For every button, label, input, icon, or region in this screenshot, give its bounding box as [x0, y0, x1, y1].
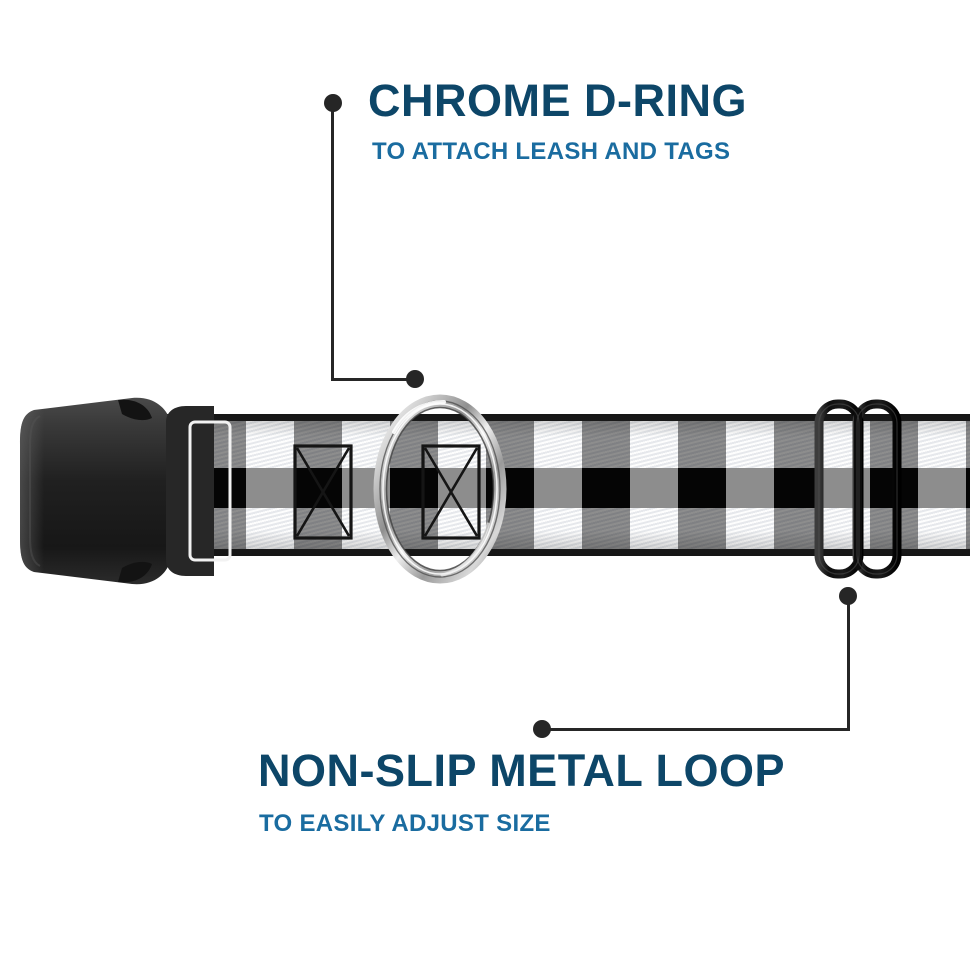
- buckle-notch-bottom: [118, 561, 152, 583]
- buckle-edge-line: [29, 415, 41, 567]
- callout-subtitle-chrome-d-ring: TO ATTACH LEASH AND TAGS: [372, 138, 731, 165]
- strap-edge-top: [150, 414, 970, 421]
- leader-line-top-vertical: [331, 103, 334, 381]
- leader-line-bottom-vertical: [847, 596, 850, 731]
- strap-edge-bottom: [150, 549, 970, 556]
- leader-line-bottom-horizontal: [542, 728, 849, 731]
- chrome-d-ring: [373, 394, 507, 584]
- side-release-buckle: [20, 397, 232, 585]
- callout-subtitle-non-slip-metal-loop: TO EASILY ADJUST SIZE: [259, 810, 551, 837]
- tri-glide-sheen-left: [818, 403, 860, 575]
- leader-dot-bottom-start: [839, 587, 857, 605]
- leader-dot-top-end: [406, 370, 424, 388]
- tri-glide-center-bar: [854, 408, 862, 570]
- leader-dot-bottom-end: [533, 720, 551, 738]
- tri-glide-sheen-right: [856, 403, 898, 575]
- buckle-body: [20, 397, 210, 585]
- d-ring-highlight-top: [392, 400, 446, 434]
- d-ring-specular: [382, 403, 498, 575]
- buckle-highlight: [20, 406, 60, 576]
- callout-title-non-slip-metal-loop: NON-SLIP METAL LOOP: [258, 745, 786, 796]
- box-x-stitching-left: [293, 444, 353, 540]
- callout-title-chrome-d-ring: CHROME D-RING: [368, 75, 747, 126]
- leader-dot-top-start: [324, 94, 342, 112]
- leader-line-top-horizontal: [333, 378, 417, 381]
- box-x-stitching-right: [421, 444, 481, 540]
- tri-glide-slider: [814, 399, 902, 579]
- buckle-strap-slot: [188, 420, 232, 562]
- buckle-notch-top: [118, 399, 152, 421]
- d-ring-highlight-bottom: [440, 522, 490, 577]
- plaid-horizontal-band: [150, 468, 970, 508]
- d-ring-seam-inner: [385, 406, 495, 572]
